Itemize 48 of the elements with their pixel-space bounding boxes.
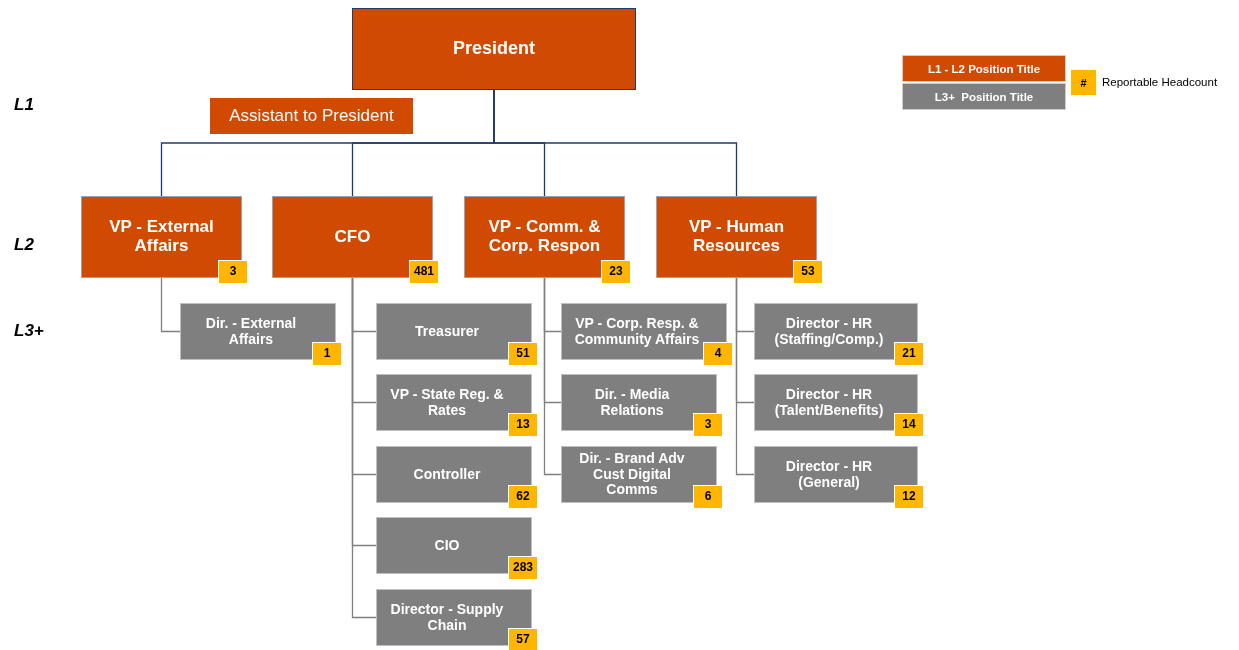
position-title: Director - HR (Talent/Benefits) bbox=[773, 387, 885, 418]
legend-symbol: # bbox=[1080, 76, 1087, 89]
position-title: VP - External Affairs bbox=[108, 218, 215, 256]
headcount-badge: 14 bbox=[894, 413, 924, 437]
position-title: VP - State Reg. & Rates bbox=[389, 387, 505, 418]
position-title: Controller bbox=[413, 466, 481, 483]
position-box bbox=[210, 98, 413, 134]
legend-text: Reportable Headcount bbox=[1102, 76, 1218, 88]
headcount-badge: 3 bbox=[693, 413, 723, 437]
connector-line bbox=[735, 277, 755, 476]
position-title: CFO bbox=[334, 227, 371, 247]
level-label: L2 bbox=[14, 235, 34, 255]
connector-line bbox=[351, 277, 377, 619]
position-title: President bbox=[453, 39, 535, 59]
level-label: L1 bbox=[14, 95, 34, 115]
connector-line bbox=[160, 277, 181, 333]
position-title: Dir. - Brand Adv Cust Digital Comms bbox=[578, 451, 686, 498]
headcount-badge: 12 bbox=[894, 485, 924, 509]
headcount-badge: 4 bbox=[703, 342, 733, 366]
headcount-badge: 1 bbox=[312, 342, 342, 366]
headcount-badge: 62 bbox=[508, 485, 538, 509]
legend-text: L3+ Position Title bbox=[934, 90, 1034, 103]
position-title: CIO bbox=[434, 537, 460, 554]
headcount-badge: 23 bbox=[601, 260, 631, 284]
headcount-badge: 283 bbox=[508, 556, 538, 580]
headcount-badge: 481 bbox=[409, 260, 439, 284]
headcount-badge: 13 bbox=[508, 413, 538, 437]
headcount-badge: 51 bbox=[508, 342, 538, 366]
connector-line bbox=[543, 277, 562, 476]
position-box bbox=[352, 8, 636, 90]
position-title: VP - Comm. & Corp. Respon bbox=[487, 218, 602, 256]
connector-line bbox=[493, 89, 738, 197]
headcount-badge: 6 bbox=[693, 485, 723, 509]
headcount-badge: 21 bbox=[894, 342, 924, 366]
headcount-badge: 57 bbox=[508, 628, 538, 650]
position-title: VP - Corp. Resp. & Community Affairs bbox=[573, 316, 701, 347]
headcount-badge: 3 bbox=[218, 260, 248, 284]
position-title: Treasurer bbox=[415, 323, 479, 340]
position-title: Director - HR (Staffing/Comp.) bbox=[773, 316, 885, 347]
headcount-badge: 53 bbox=[793, 260, 823, 284]
position-title: Director - HR (General) bbox=[784, 459, 874, 490]
position-title: VP - Human Resources bbox=[687, 218, 786, 256]
position-title: Dir. - Media Relations bbox=[593, 387, 671, 418]
legend-text: L1 - L2 Position Title bbox=[927, 62, 1041, 75]
position-title: Dir. - External Affairs bbox=[204, 316, 298, 347]
level-label: L3+ bbox=[14, 321, 44, 341]
position-title: Director - Supply Chain bbox=[389, 602, 505, 633]
position-title: Assistant to President bbox=[229, 106, 394, 126]
